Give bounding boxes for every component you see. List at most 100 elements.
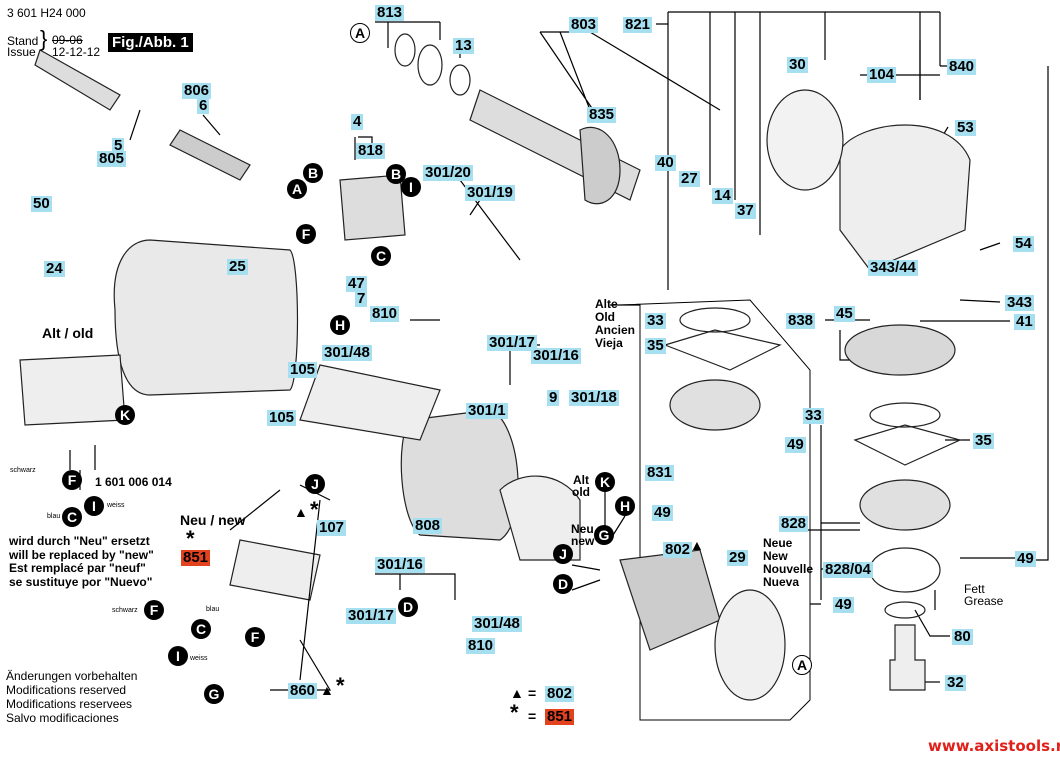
part-label[interactable]: 7 [355, 290, 368, 307]
wire-color: schwarz [10, 467, 36, 474]
grease-label: Grease [964, 594, 1004, 608]
part-label[interactable]: 105 [288, 361, 318, 378]
neu-label: Neu [571, 522, 594, 536]
part-label[interactable]: 301/1 [466, 402, 508, 419]
part-label[interactable]: 40 [655, 154, 676, 171]
connector-letter: B [303, 163, 323, 183]
part-label[interactable]: 49 [833, 596, 854, 613]
part-label[interactable]: 828 [779, 515, 809, 532]
new-version-label: Nueva [763, 575, 800, 589]
brace: } [40, 26, 48, 51]
part-label[interactable]: 32 [945, 674, 966, 691]
new-part-label[interactable]: 851 [545, 708, 575, 725]
part-label[interactable]: 808 [413, 517, 443, 534]
part-label[interactable]: 6 [197, 97, 210, 114]
connector-letter: K [115, 405, 135, 425]
part-label[interactable]: 24 [44, 260, 65, 277]
part-label[interactable]: 343 [1005, 294, 1035, 311]
part-label[interactable]: 49 [652, 504, 673, 521]
connector-letter: H [330, 315, 350, 335]
part-label[interactable]: 301/48 [472, 615, 522, 632]
part-label[interactable]: 803 [569, 16, 599, 33]
part-label[interactable]: 301/19 [465, 184, 515, 201]
part-label[interactable]: 14 [712, 187, 733, 204]
note-line: Änderungen vorbehalten [6, 669, 138, 683]
connector-letter: D [398, 597, 418, 617]
connector-letter: F [245, 627, 265, 647]
part-label[interactable]: 301/17 [346, 607, 396, 624]
star-marker: * [310, 497, 319, 522]
legend-equals: = [528, 708, 537, 724]
drawing-number: 3 601 H24 000 [7, 6, 86, 20]
part-label[interactable]: 33 [645, 312, 666, 329]
part-label[interactable]: 810 [370, 305, 400, 322]
part-label[interactable]: 49 [1015, 550, 1036, 567]
part-label[interactable]: 45 [834, 305, 855, 322]
triangle-marker: ▲ [690, 537, 704, 553]
old-version-label: Alte [595, 297, 618, 311]
triangle-marker: ▲ [320, 682, 334, 698]
new-part-label[interactable]: 851 [181, 549, 211, 566]
legend-triangle: ▲ [510, 685, 524, 701]
part-label[interactable]: 828/04 [823, 561, 873, 578]
part-label[interactable]: 805 [97, 150, 127, 167]
part-label[interactable]: 343/44 [868, 259, 918, 276]
part-label[interactable]: 50 [31, 195, 52, 212]
issue-label: Issue [7, 45, 36, 59]
part-label[interactable]: 5 [112, 137, 125, 154]
part-label[interactable]: 810 [466, 637, 496, 654]
part-label[interactable]: 802 [545, 685, 575, 702]
part-label[interactable]: 33 [803, 407, 824, 424]
part-label[interactable]: 104 [867, 66, 897, 83]
old-version-label: Vieja [595, 336, 623, 350]
connector-letter: A [287, 179, 307, 199]
part-label[interactable]: 54 [1013, 235, 1034, 252]
part-label[interactable]: 35 [645, 337, 666, 354]
part-label[interactable]: 25 [227, 258, 248, 275]
part-label[interactable]: 813 [375, 4, 405, 21]
part-label[interactable]: 806 [182, 82, 212, 99]
part-label[interactable]: 49 [785, 436, 806, 453]
old-version-label: Old [595, 310, 615, 324]
part-label[interactable]: 835 [587, 106, 617, 123]
part-label[interactable]: 838 [786, 312, 816, 329]
part-label[interactable]: 301/16 [531, 347, 581, 364]
new-version-label: Nouvelle [763, 562, 814, 576]
part-label[interactable]: 29 [727, 549, 748, 566]
note-line: Modifications reserved [6, 683, 127, 697]
part-label[interactable]: 35 [973, 432, 994, 449]
part-label[interactable]: 27 [679, 170, 700, 187]
part-label[interactable]: 301/17 [487, 334, 537, 351]
new-version-label: New [763, 549, 788, 563]
part-label[interactable]: 840 [947, 58, 977, 75]
part-label[interactable]: 831 [645, 464, 675, 481]
part-label[interactable]: 80 [952, 628, 973, 645]
part-label[interactable]: 53 [955, 119, 976, 136]
part-label[interactable]: 301/16 [375, 556, 425, 573]
part-label[interactable]: 37 [735, 202, 756, 219]
connector-letter: F [144, 600, 164, 620]
part-label[interactable]: 802 [663, 541, 693, 558]
part-label[interactable]: 818 [356, 142, 386, 159]
part-label[interactable]: 105 [267, 409, 297, 426]
figure-label: Fig./Abb. 1 [108, 33, 193, 52]
note-line: Salvo modificaciones [6, 711, 119, 725]
part-label[interactable]: 301/48 [322, 344, 372, 361]
star-marker: * [186, 526, 195, 551]
part-label[interactable]: 41 [1014, 313, 1035, 330]
part-label[interactable]: 9 [547, 389, 560, 406]
part-label[interactable]: 107 [317, 519, 347, 536]
part-label[interactable]: 860 [288, 682, 318, 699]
note-line: will be replaced by "new" [9, 548, 154, 562]
part-label[interactable]: 821 [623, 16, 653, 33]
grease-label: Fett [964, 582, 985, 596]
old-version-label: Ancien [595, 323, 636, 337]
part-label[interactable]: 30 [787, 56, 808, 73]
part-label[interactable]: 13 [453, 37, 474, 54]
part-label[interactable]: 301/18 [569, 389, 619, 406]
part-label[interactable]: 301/20 [423, 164, 473, 181]
alt-label: Alt [573, 473, 589, 487]
connector-letter: A [792, 655, 812, 675]
part-label[interactable]: 4 [351, 113, 364, 130]
part-label[interactable]: 47 [346, 275, 367, 292]
